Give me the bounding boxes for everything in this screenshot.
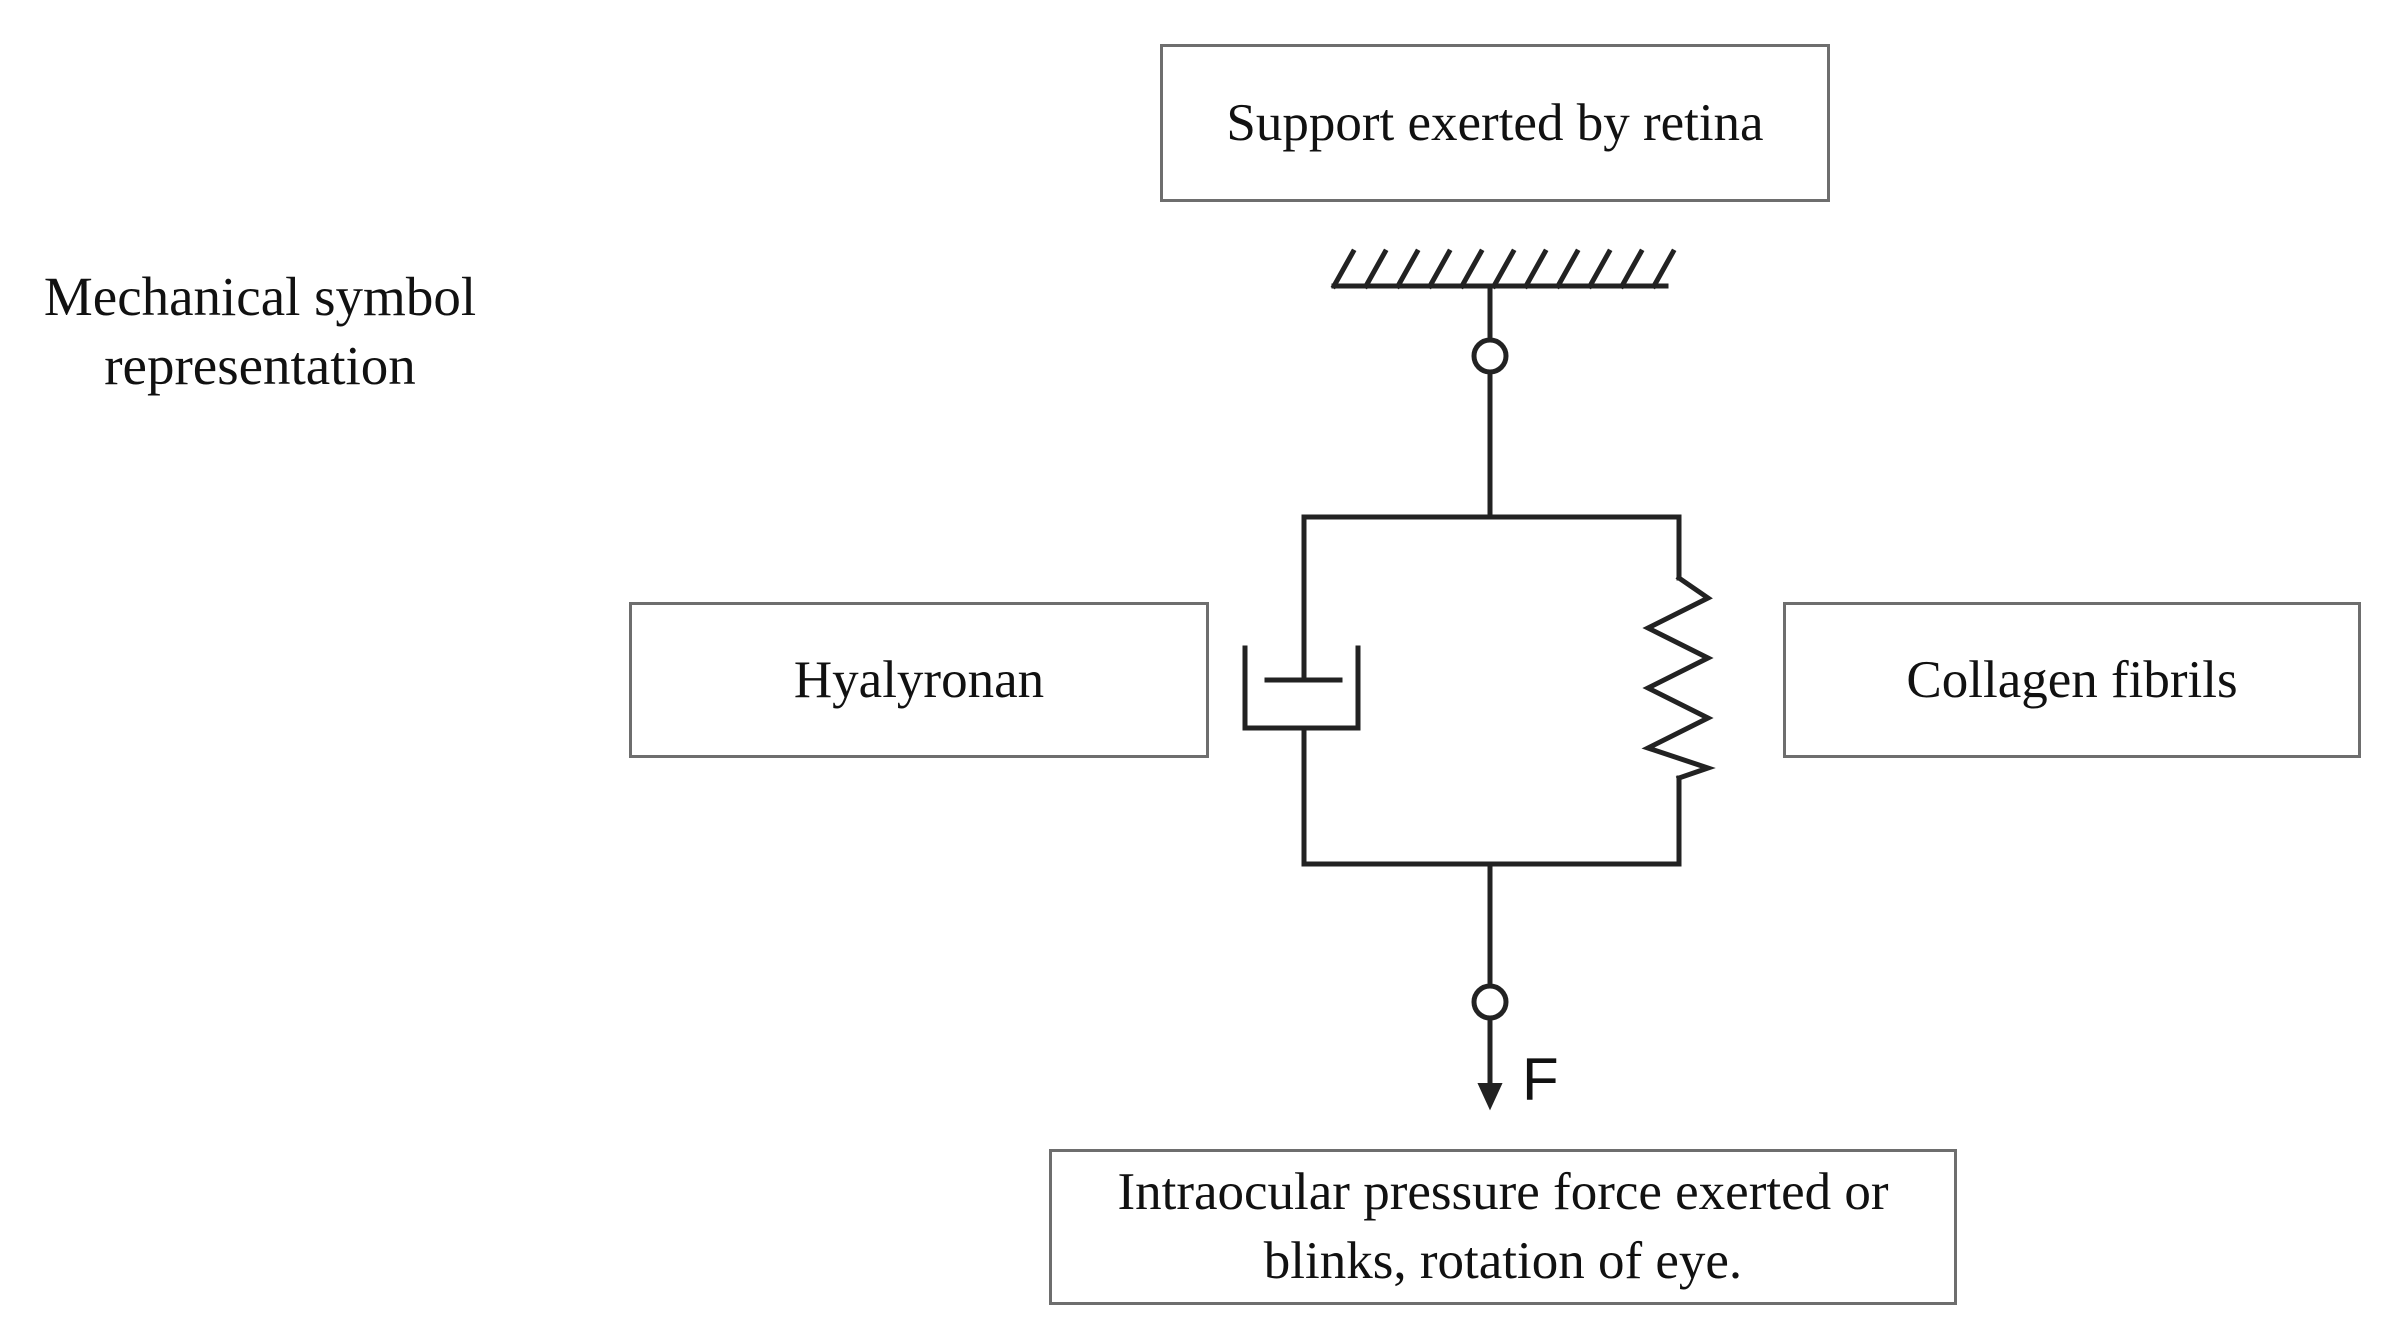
caption-line-1: Mechanical symbol [43, 266, 477, 327]
force-description-line-1: Intraocular pressure force exerted or [1117, 1163, 1889, 1222]
damper-label: Hyalyronan [793, 650, 1045, 709]
upper-hinge-node-icon [1471, 337, 1509, 375]
spring-label: Collagen fibrils [1906, 650, 2238, 709]
lower-hinge-node-icon [1471, 983, 1509, 1021]
damper-label-box: Hyalyronan [629, 602, 1209, 758]
upper-connector [1471, 283, 1509, 517]
support-label: Support exerted by retina [1226, 93, 1764, 152]
lower-connector [1471, 861, 1509, 1111]
force-symbol: F [1522, 1046, 1559, 1113]
diagram-caption: Mechanical symbol representation [20, 262, 500, 401]
caption-line-2: representation [104, 335, 416, 397]
spring-icon [1641, 574, 1716, 782]
force-arrow-icon [1477, 1083, 1503, 1111]
force-description-box: Intraocular pressure force exerted or bl… [1049, 1149, 1957, 1305]
support-box: Support exerted by retina [1160, 44, 1830, 202]
fixed-support-icon [1330, 248, 1677, 290]
force-description-line-2: blinks, rotation of eye. [1263, 1232, 1743, 1290]
damper-icon [1242, 625, 1361, 731]
spring-label-box: Collagen fibrils [1783, 602, 2361, 758]
